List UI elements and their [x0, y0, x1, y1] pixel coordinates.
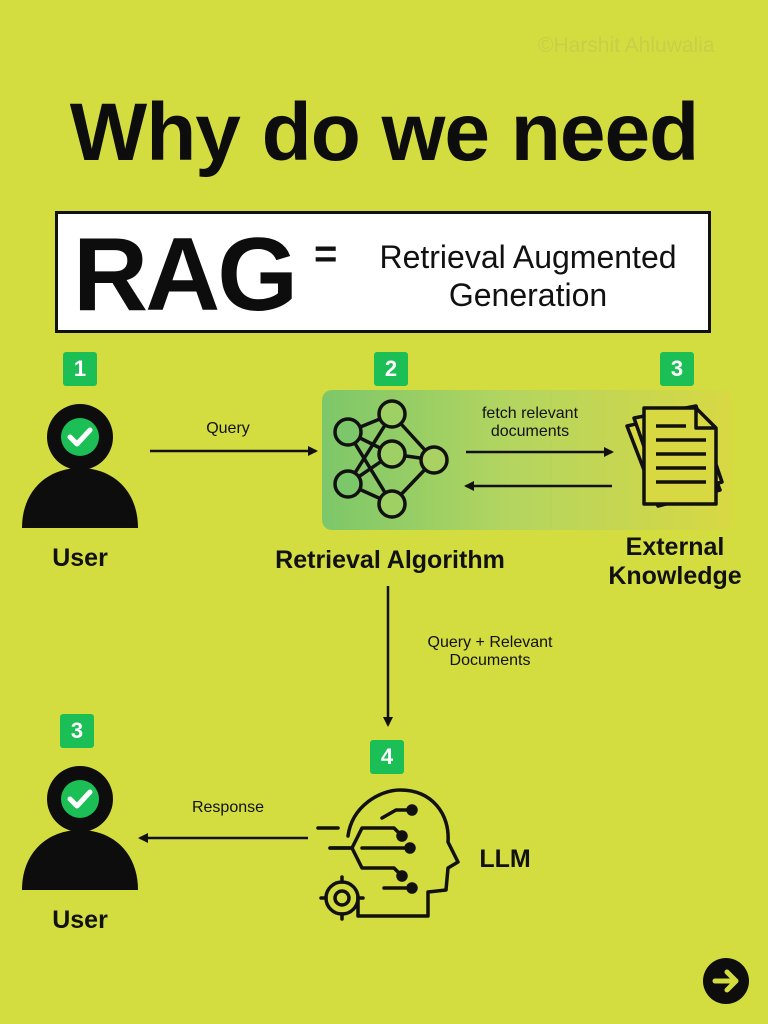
- fetch-edge-label: fetch relevant documents: [460, 405, 600, 441]
- step-badge-retrieval: 2: [374, 352, 408, 386]
- rag-acronym: RAG: [73, 217, 298, 333]
- knowledge-label-line1: External: [625, 533, 725, 561]
- arrow-right-icon: [712, 969, 739, 993]
- fetch-edge-label-line2: documents: [490, 423, 570, 440]
- rag-definition-box: RAG = Retrieval Augmented Generation: [55, 211, 711, 333]
- retrieval-label: Retrieval Algorithm: [275, 546, 505, 574]
- knowledge-label-line2: Knowledge: [608, 562, 742, 590]
- knowledge-label: External Knowledge: [590, 533, 760, 591]
- user-label: User: [52, 544, 108, 572]
- watermark: ©Harshit Ahluwalia: [538, 34, 715, 57]
- documents-icon: [625, 404, 724, 508]
- step-badge-llm: 4: [370, 740, 404, 774]
- user-check-icon: [22, 766, 138, 890]
- neural-network-icon: [333, 399, 449, 519]
- query-edge-label: Query: [206, 420, 250, 437]
- next-button[interactable]: [703, 958, 749, 1004]
- response-edge-label: Response: [191, 799, 265, 816]
- query-docs-edge-label-line1: Query + Relevant: [427, 634, 553, 651]
- query-docs-edge-label-line2: Documents: [449, 652, 531, 669]
- step-badge-user-return: 3: [60, 714, 94, 748]
- query-docs-edge-label: Query + Relevant Documents: [410, 634, 570, 670]
- ai-head-icon: [316, 788, 460, 921]
- page-title: Why do we need: [69, 87, 699, 178]
- fetch-edge-label-line1: fetch relevant: [481, 405, 579, 422]
- rag-expansion-line1: Retrieval Augmented: [379, 239, 677, 275]
- rag-expansion-line2: Generation: [448, 277, 608, 313]
- step-badge-knowledge: 3: [660, 352, 694, 386]
- equals-sign: =: [314, 232, 338, 276]
- step-badge-user: 1: [63, 352, 97, 386]
- rag-expansion: Retrieval Augmented Generation: [358, 238, 698, 314]
- llm-label: LLM: [479, 845, 531, 873]
- user-return-label: User: [52, 906, 108, 934]
- user-check-icon: [22, 404, 138, 528]
